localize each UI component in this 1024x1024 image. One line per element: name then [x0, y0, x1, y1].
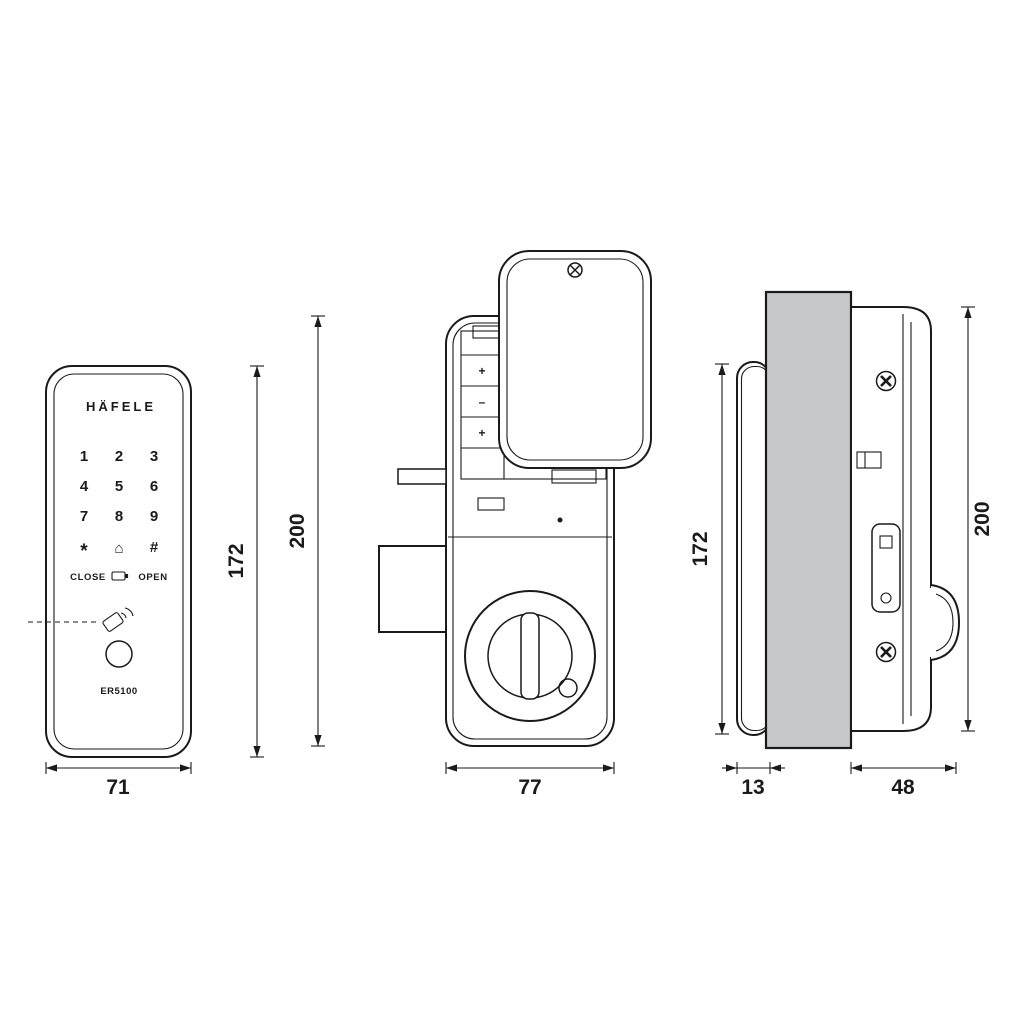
key-5: 5: [115, 478, 123, 495]
battery-minus: –: [479, 395, 486, 409]
dimension-side-unit-height: 172: [689, 363, 729, 735]
battery-icon: [111, 571, 129, 581]
battery-cover-inner-line: [506, 258, 644, 461]
knob-inner-line: [935, 593, 954, 652]
close-label: CLOSE: [70, 572, 106, 583]
battery-cover-open: [498, 250, 652, 469]
key-3: 3: [150, 448, 158, 465]
key-7: 7: [80, 508, 88, 525]
dimension-back-height: 200: [286, 315, 325, 747]
model-label: ER5100: [100, 686, 137, 697]
key-4: 4: [80, 478, 89, 495]
rfid-wave-small: [120, 612, 127, 619]
knob-bulge: [930, 584, 961, 661]
key-hash: #: [150, 539, 159, 556]
thumbturn: [464, 590, 596, 722]
side-latch-detail: [856, 451, 882, 469]
pinhole: [557, 517, 563, 523]
dim-front-height-value: 172: [225, 543, 248, 578]
dimension-back-depth: 48: [850, 762, 957, 799]
keypad: 1 2 3 4 5 6 7 8 9 * ⌂ #: [80, 448, 159, 562]
dim-back-width-value: 77: [518, 776, 541, 799]
close-open-row: CLOSE OPEN: [70, 571, 167, 583]
front-body-outline: [45, 365, 192, 758]
front-view: HÄFELE 1 2 3 4 5 6 7 8 9 * ⌂ # CLOSE OPE…: [28, 365, 192, 758]
dim-side-total-height-value: 200: [971, 501, 994, 536]
key-6: 6: [150, 478, 158, 495]
side-lever-slot: [871, 523, 901, 613]
strike-tab: [397, 468, 447, 485]
back-view: + – +: [378, 250, 652, 747]
key-2: 2: [115, 448, 123, 465]
side-view: [736, 290, 961, 750]
dim-front-width-value: 71: [106, 776, 130, 799]
battery-cover-outline: [498, 250, 652, 469]
open-label: OPEN: [138, 572, 167, 583]
dimension-front-width: 71: [45, 762, 192, 799]
reset-switch: [477, 497, 505, 511]
dim-back-height-value: 200: [286, 513, 309, 548]
door-panel: [764, 290, 853, 750]
deadbolt-housing: [378, 545, 447, 633]
brand-logo: HÄFELE: [86, 399, 156, 414]
rfid-reader: [28, 607, 134, 632]
side-screw-top: [875, 370, 897, 392]
dim-back-depth-value: 48: [891, 776, 915, 799]
front-button: [105, 640, 133, 668]
dim-front-thickness-value: 13: [741, 776, 764, 799]
dimension-front-height: 172: [225, 365, 264, 758]
back-button: [558, 678, 578, 698]
thumbturn-handle: [520, 612, 540, 700]
side-screw-bottom: [875, 641, 897, 663]
key-9: 9: [150, 508, 158, 525]
rfid-card-icon: [102, 612, 124, 632]
home-icon: ⌂: [114, 540, 123, 557]
back-unit-profile: [850, 306, 932, 732]
battery-plus-1: +: [478, 364, 485, 378]
dimension-front-thickness: 13: [722, 762, 785, 799]
dimension-side-total-height: 200: [961, 306, 994, 732]
dim-side-unit-height-value: 172: [689, 531, 712, 566]
side-knob: [929, 584, 961, 661]
dimension-back-width: 77: [445, 762, 615, 799]
rfid-wave-large: [124, 607, 134, 617]
key-1: 1: [80, 448, 88, 465]
key-star: *: [80, 541, 88, 562]
key-8: 8: [115, 508, 123, 525]
connector-slot: [551, 469, 597, 484]
cover-screw-icon: [567, 262, 583, 278]
battery-plus-2: +: [478, 426, 485, 440]
front-body-inner-line: [53, 373, 184, 750]
